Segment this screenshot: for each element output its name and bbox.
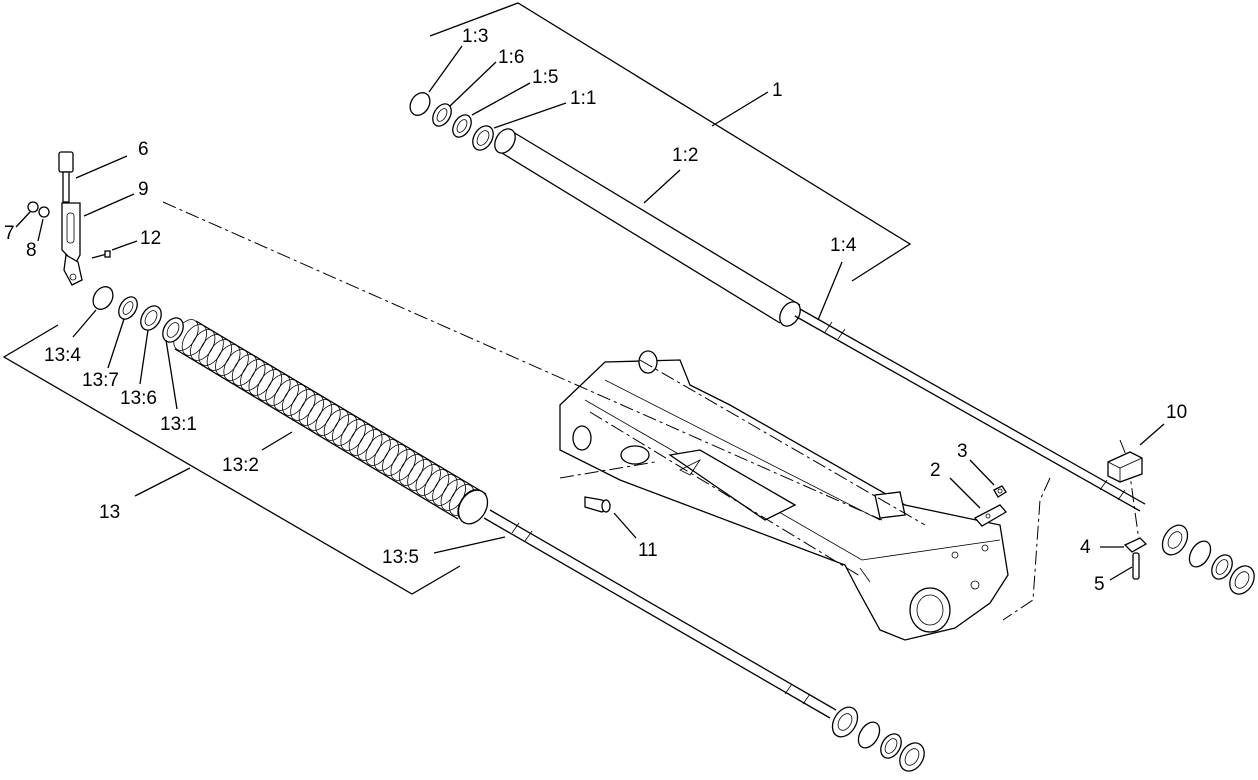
- centerline-frame-upper: [639, 359, 926, 526]
- centerline-bracket: [1002, 477, 1051, 621]
- front-roller-shaft: [794, 308, 1146, 512]
- callout-1-5: 1:5: [532, 67, 558, 88]
- callout-5: 5: [1094, 574, 1105, 595]
- callout-9: 9: [138, 179, 149, 200]
- callout-13-2: 13:2: [222, 455, 259, 476]
- leader-10: [1139, 423, 1165, 446]
- callout-1-6: 1:6: [498, 47, 524, 68]
- callout-1-1: 1:1: [570, 88, 596, 109]
- leader-1-6: [449, 61, 497, 107]
- callout-13-1: 13:1: [160, 414, 197, 435]
- leader-1-4: [817, 261, 843, 321]
- leader-11: [613, 512, 637, 539]
- callout-8: 8: [26, 240, 37, 261]
- callout-13-5: 13:5: [382, 547, 419, 568]
- callout-13-6: 13:6: [120, 388, 157, 409]
- callout-10: 10: [1166, 402, 1187, 423]
- leader-13-7: [107, 318, 125, 369]
- clamp-10: [1107, 451, 1143, 483]
- callout-11: 11: [638, 540, 658, 561]
- rear-grooved-roller: [173, 319, 489, 525]
- centerline-frame-lower: [589, 411, 861, 577]
- callout-7: 7: [4, 223, 15, 244]
- rear-roller-right-seals: [831, 706, 925, 772]
- callout-6: 6: [138, 139, 149, 160]
- leader-1-5: [471, 82, 531, 116]
- leader-6: [75, 155, 128, 179]
- callout-1-4: 1:4: [830, 235, 857, 256]
- callout-4: 4: [1080, 537, 1091, 558]
- leader-13-5: [433, 536, 506, 554]
- leader-3: [969, 459, 995, 486]
- front-roller-right-seals: [1161, 524, 1255, 595]
- leader-8: [37, 218, 44, 242]
- callout-1-2: 1:2: [672, 145, 698, 166]
- assembly-13-bracket: [2, 324, 461, 595]
- leader-2: [949, 477, 981, 509]
- front-roller-seals: [409, 92, 494, 151]
- leader-9: [83, 193, 135, 217]
- leader-13-1: [165, 339, 178, 410]
- callout-3: 3: [957, 441, 968, 462]
- leader-13-2: [261, 431, 293, 451]
- leader-12: [111, 240, 138, 251]
- callout-2: 2: [930, 460, 941, 481]
- roller-frame-housing: [559, 350, 1009, 641]
- leader-5: [1109, 566, 1133, 581]
- leader-1-2: [643, 169, 681, 204]
- rear-roller-left-seals: [92, 286, 184, 343]
- centerline-pin: [559, 461, 656, 479]
- height-adjuster: [27, 151, 111, 286]
- leader-1-1: [493, 102, 567, 129]
- callout-12: 12: [140, 228, 161, 249]
- pin-11: [584, 496, 612, 513]
- callout-1-3: 1:3: [462, 26, 488, 47]
- callout-13-4: 13:4: [44, 345, 81, 366]
- callout-13: 13: [99, 502, 120, 523]
- leader-13: [134, 467, 191, 497]
- clip-4-and-bolt-5: [1123, 537, 1148, 580]
- leader-13-6: [139, 329, 149, 385]
- rear-roller-shaft: [483, 509, 837, 719]
- leader-1-3: [428, 45, 463, 93]
- leader-13-4: [72, 309, 97, 338]
- assembly-1-bracket: [429, 2, 912, 282]
- centerline-clamp: [1119, 439, 1141, 549]
- leader-1: [711, 91, 769, 127]
- callout-13-7: 13:7: [82, 370, 119, 391]
- centerline-adjuster: [162, 201, 883, 521]
- leader-7: [15, 211, 31, 228]
- front-roller: [494, 128, 801, 327]
- bracket-2-and-nut-3: [973, 485, 1008, 527]
- callout-1: 1: [772, 80, 783, 101]
